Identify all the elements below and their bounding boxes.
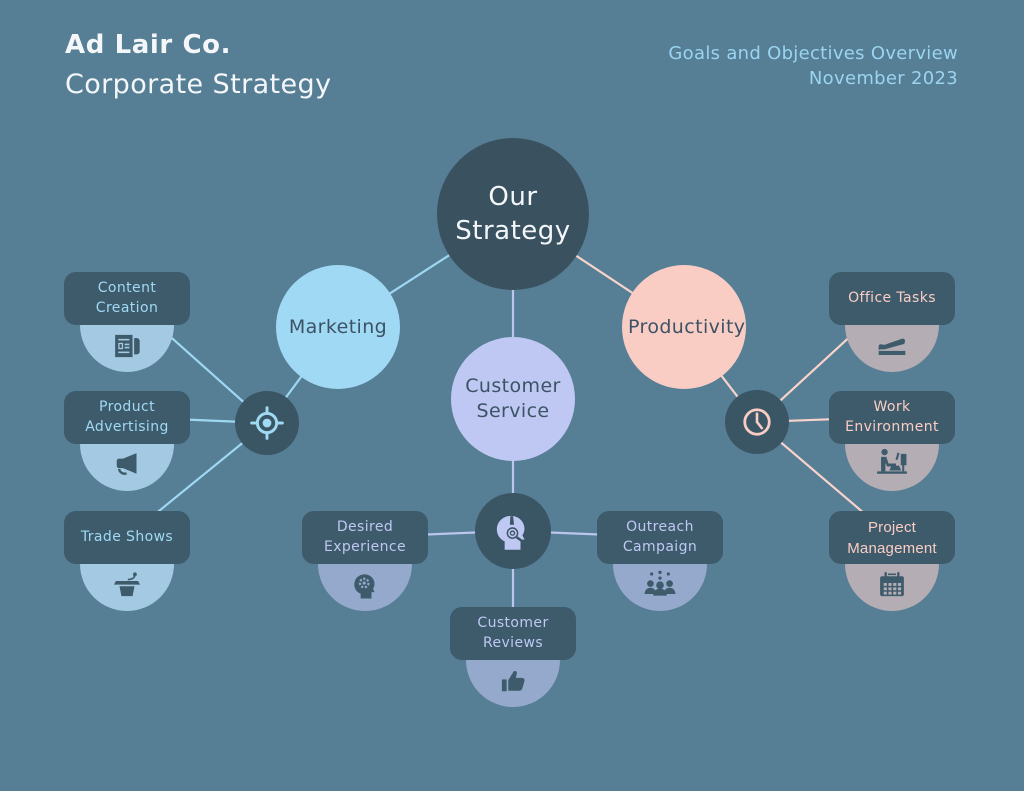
branch-label: Productivity [628, 315, 746, 338]
node-label: Desired Experience [323, 518, 407, 555]
node-card-desired-experience: Desired Experience [302, 511, 428, 564]
node-label: Outreach Campaign [622, 518, 698, 555]
branch-node-customer-service: Customer Service [451, 337, 575, 461]
head-gear-icon [354, 574, 375, 599]
node-card-work-environment: Work Environment [829, 391, 955, 444]
hub-productivity [725, 390, 789, 454]
overview-label: Goals and Objectives Overview [668, 43, 958, 64]
node-label: Trade Shows [80, 528, 174, 545]
header-right: Goals and Objectives Overview November 2… [668, 42, 958, 92]
megaphone-icon [116, 453, 137, 475]
podium-icon [113, 572, 141, 597]
stapler-icon [878, 338, 906, 355]
center-label: Our Strategy [455, 181, 571, 246]
node-card-outreach-campaign: Outreach Campaign [597, 511, 723, 564]
branch-node-marketing: Marketing [276, 265, 400, 389]
node-label: Customer Reviews [477, 614, 549, 651]
newspaper-icon [115, 334, 140, 358]
node-card-project-management: Project Management [829, 511, 955, 564]
company-name: Ad Lair Co. [65, 30, 232, 60]
desk-person-icon [877, 448, 907, 474]
node-card-product-advertising: Product Advertising [64, 391, 190, 444]
branch-node-productivity: Productivity [622, 265, 746, 389]
node-card-trade-shows: Trade Shows [64, 511, 190, 564]
branch-label: Customer Service [465, 375, 561, 422]
clock-icon [743, 408, 771, 436]
calendar-icon [880, 571, 904, 597]
date-label: November 2023 [808, 67, 958, 89]
node-card-content-creation: Content Creation [64, 272, 190, 325]
hub-marketing [235, 391, 299, 455]
hub-customer-service [475, 493, 551, 569]
node-card-customer-reviews: Customer Reviews [450, 607, 576, 660]
target-icon [250, 406, 284, 440]
node-card-office-tasks: Office Tasks [829, 272, 955, 325]
thumbs-up-icon [501, 670, 525, 692]
people-group-icon [644, 570, 676, 596]
node-label: Work Environment [845, 398, 939, 435]
our-strategy-node: Our Strategy [437, 138, 589, 290]
header-left: Ad Lair Co. Corporate Strategy [65, 30, 331, 100]
page-title: Corporate Strategy [65, 69, 332, 100]
node-label: Project Management [847, 518, 937, 557]
node-label: Product Advertising [85, 398, 169, 435]
branch-label: Marketing [288, 315, 388, 338]
headset-person-icon [496, 515, 526, 550]
node-label: Content Creation [95, 279, 159, 316]
node-label: Office Tasks [848, 289, 936, 306]
